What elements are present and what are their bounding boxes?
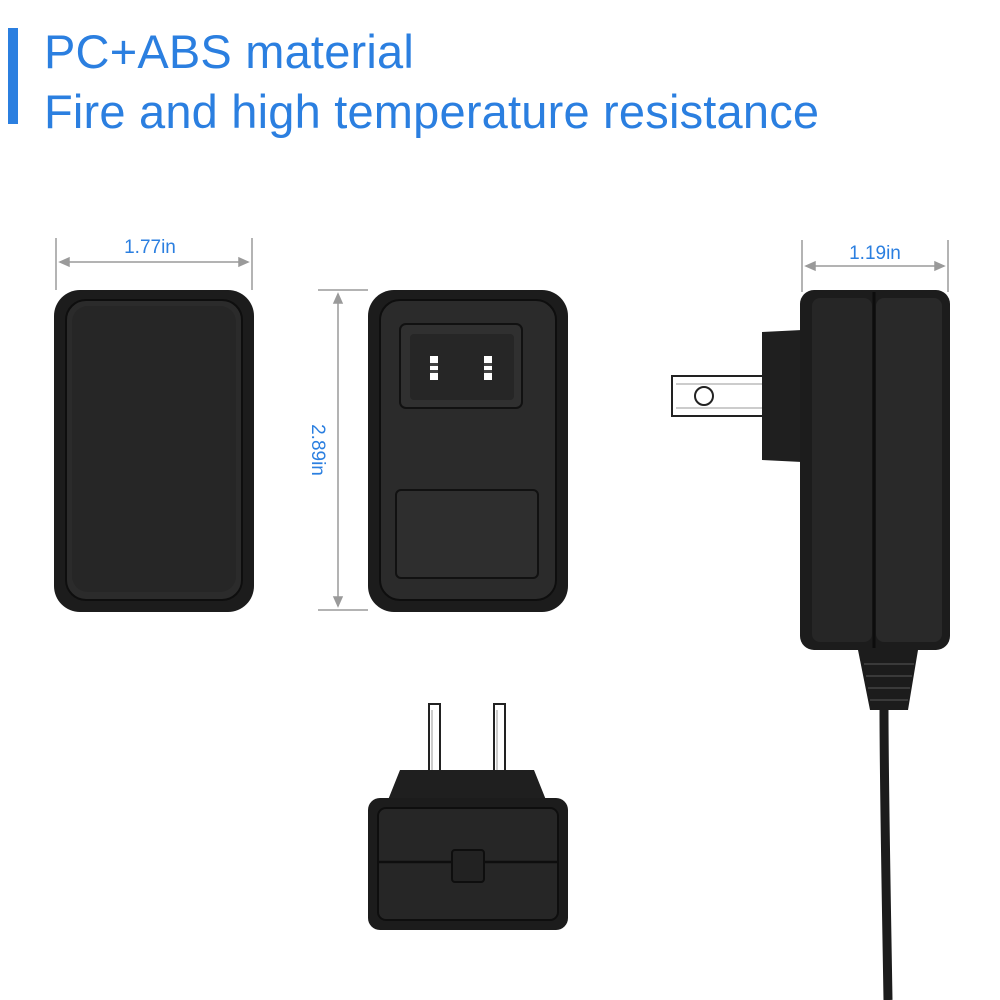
accent-bar [8, 28, 18, 124]
width-label: 1.77in [124, 237, 176, 258]
width-dimension [55, 238, 253, 290]
height-dimension [318, 289, 368, 611]
adapter-back-view [368, 290, 568, 612]
adapter-top-view [368, 703, 568, 930]
adapter-side-view [671, 290, 950, 1000]
height-label: 2.89in [307, 424, 328, 476]
depth-dimension [801, 240, 949, 292]
headline-material: PC+ABS material [44, 25, 415, 78]
adapter-front-view [54, 290, 254, 612]
depth-label: 1.19in [849, 243, 901, 264]
headline-resistance: Fire and high temperature resistance [44, 85, 820, 138]
